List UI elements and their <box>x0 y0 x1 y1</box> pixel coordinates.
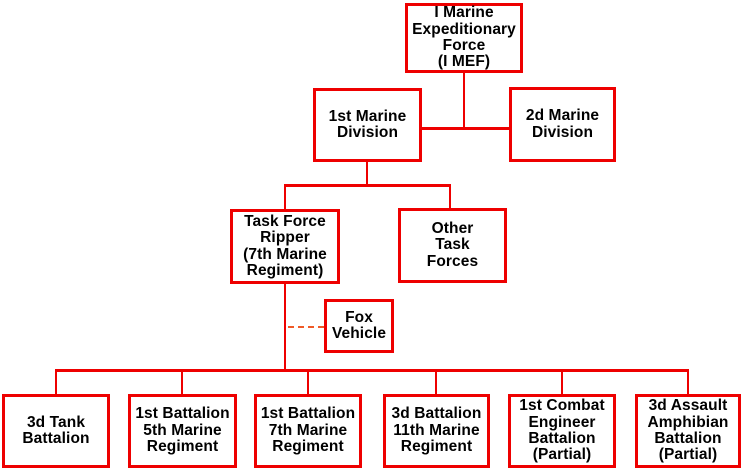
box-2d-marine-division: 2d Marine Division <box>509 87 616 162</box>
box-other-task-forces-label: Other Task Forces <box>426 219 479 270</box>
box-task-force-ripper: Task Force Ripper (7th Marine Regiment) <box>230 209 340 284</box>
box-task-force-ripper-label: Task Force Ripper (7th Marine Regiment) <box>243 212 327 279</box>
connector-drop-other-task-forces <box>449 184 451 208</box>
connector-drop-1st-battalion-5th-marines <box>181 369 183 394</box>
box-3d-battalion-11th-marines-label: 3d Battalion 11th Marine Regiment <box>391 405 482 456</box>
connector-divisions-horizontal <box>422 127 509 130</box>
box-3d-assault-amphibian-battalion: 3d Assault Amphibian Battalion (Partial) <box>635 394 741 468</box>
connector-imef-to-divisions-vertical <box>463 73 465 130</box>
box-1st-battalion-5th-marines-label: 1st Battalion 5th Marine Regiment <box>135 405 230 456</box>
box-1st-battalion-7th-marines-label: 1st Battalion 7th Marine Regiment <box>260 405 356 456</box>
connector-drop-3d-battalion-11th-marines <box>435 369 437 394</box>
box-3d-assault-amphibian-battalion-label: 3d Assault Amphibian Battalion (Partial) <box>647 397 729 464</box>
connector-drop-3d-tank-battalion <box>55 369 57 394</box>
box-2d-marine-division-label: 2d Marine Division <box>525 107 600 141</box>
box-1st-battalion-5th-marines: 1st Battalion 5th Marine Regiment <box>128 394 237 468</box>
box-fox-vehicle-label: Fox Vehicle <box>331 308 387 342</box>
box-1st-marine-division-label: 1st Marine Division <box>328 107 407 141</box>
connector-drop-1st-battalion-7th-marines <box>307 369 309 394</box>
box-1st-combat-engineer-battalion-label: 1st Combat Engineer Battalion (Partial) <box>519 397 605 464</box>
connector-drop-3d-assault-amphibian-battalion <box>687 369 689 394</box>
box-3d-tank-battalion-label: 3d Tank Battalion <box>22 413 90 447</box>
connector-drop-task-force-ripper <box>284 184 286 209</box>
connector-drop-1st-combat-engineer-battalion <box>561 369 563 394</box>
connector-ripper-to-battalions-vertical <box>284 284 286 372</box>
box-1st-marine-division: 1st Marine Division <box>313 88 422 162</box>
connector-1st-division-down-vertical <box>366 162 368 187</box>
box-i-mef: I Marine Expeditionary Force (I MEF) <box>405 3 523 73</box>
box-other-task-forces: Other Task Forces <box>398 208 507 283</box>
box-fox-vehicle: Fox Vehicle <box>324 299 394 353</box>
box-i-mef-label: I Marine Expeditionary Force (I MEF) <box>412 4 516 71</box>
box-3d-tank-battalion: 3d Tank Battalion <box>2 394 110 468</box>
box-1st-battalion-7th-marines: 1st Battalion 7th Marine Regiment <box>254 394 362 468</box>
connector-dashed-fox-vehicle <box>288 326 324 328</box>
box-1st-combat-engineer-battalion: 1st Combat Engineer Battalion (Partial) <box>508 394 616 468</box>
connector-battalions-horizontal <box>55 369 689 372</box>
connector-task-forces-horizontal <box>284 184 451 187</box>
box-3d-battalion-11th-marines: 3d Battalion 11th Marine Regiment <box>383 394 490 468</box>
